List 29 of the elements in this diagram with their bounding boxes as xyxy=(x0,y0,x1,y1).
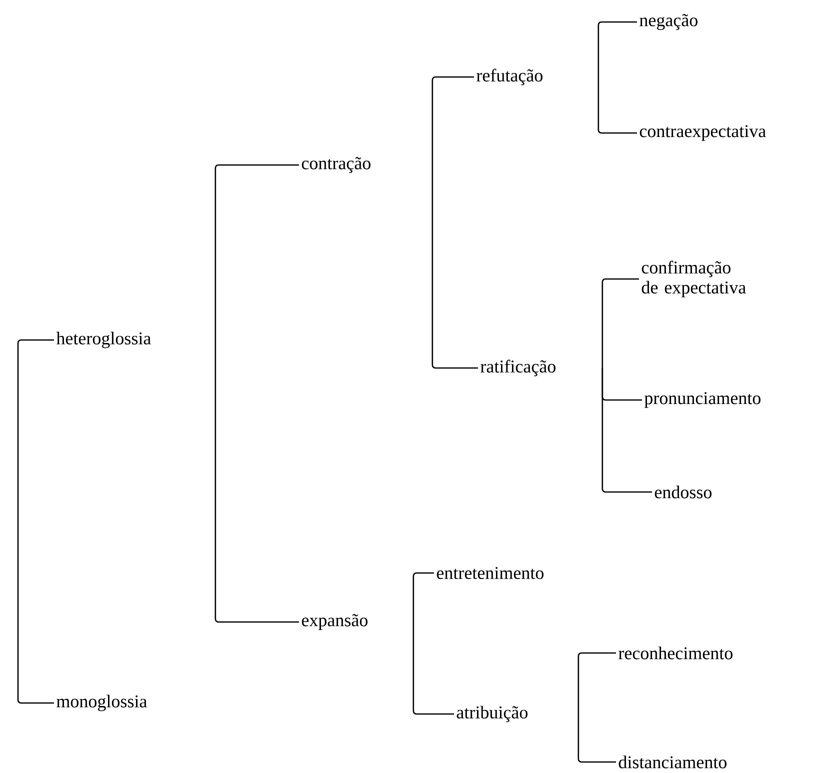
node-label: atribuição xyxy=(456,706,528,722)
bracket-line xyxy=(432,165,478,369)
node-label: expansão xyxy=(302,614,368,630)
node-label: heteroglossia xyxy=(56,332,151,348)
bracket-line xyxy=(412,572,434,622)
node-label: refutação xyxy=(476,68,542,86)
bracket-line xyxy=(578,652,616,714)
bracket-line xyxy=(17,339,54,522)
bracket-line xyxy=(598,21,637,77)
node-label: ratificação xyxy=(480,360,556,376)
node-label: endosso xyxy=(654,486,712,498)
bracket-line xyxy=(602,368,652,493)
node-label: contraexpectativa xyxy=(640,125,766,141)
bracket-line xyxy=(602,278,639,368)
node-label: reconhecimento xyxy=(618,646,732,660)
node-label: contração xyxy=(302,157,370,173)
node-label: entretenimento xyxy=(436,566,544,580)
bracket-line xyxy=(598,77,637,134)
bracket-line xyxy=(412,622,454,715)
node-label: pronunciamento xyxy=(644,392,760,408)
node-label: monoglossia xyxy=(56,694,147,712)
bracket-line xyxy=(214,164,299,340)
node-label: distanciamento xyxy=(618,756,726,768)
bracket-line xyxy=(17,522,54,704)
node-label: confirmação de expectativa xyxy=(642,260,746,298)
node-label: negação xyxy=(640,14,698,30)
bracket-line xyxy=(578,714,616,763)
bracket-line xyxy=(214,340,299,623)
bracket-line xyxy=(432,76,474,165)
